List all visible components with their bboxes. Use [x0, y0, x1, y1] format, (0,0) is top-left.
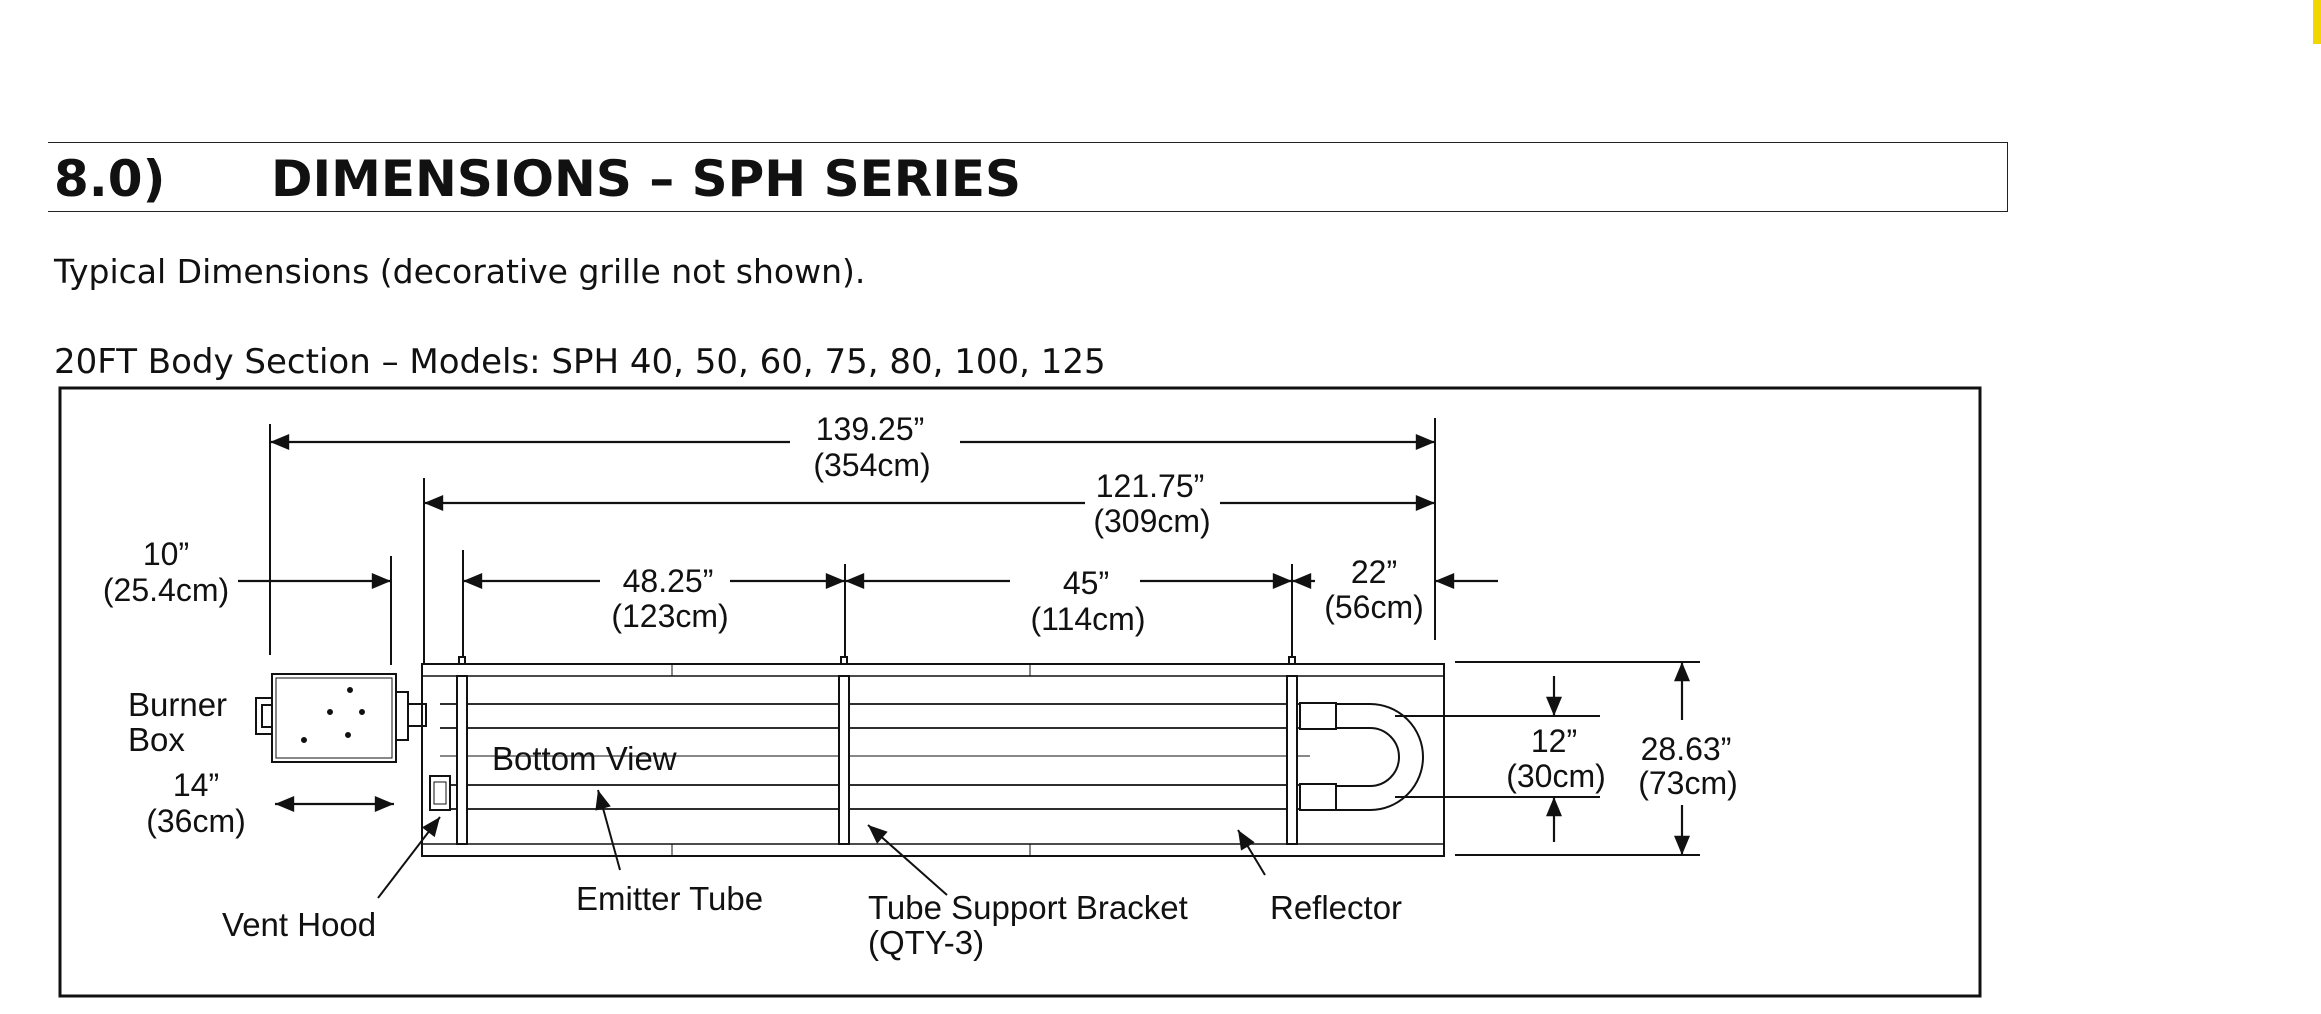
accent-mark	[2313, 0, 2321, 44]
models-subheading: 20FT Body Section – Models: SPH 40, 50, …	[54, 342, 1106, 382]
section-number: 8.0)	[54, 150, 166, 208]
section-header-box	[48, 142, 2008, 212]
vent-hood-leader	[377, 816, 441, 899]
reflector-leader	[1237, 829, 1266, 876]
reflector-dim-cm: (73cm)	[1638, 765, 1738, 801]
burner-box	[255, 673, 427, 763]
burner-box-label-line1: Burner	[128, 686, 227, 723]
end-span-dim-cm: (56cm)	[1324, 589, 1424, 625]
second-span-dim-cm: (114cm)	[1031, 601, 1146, 637]
emitter-tube-label: Emitter Tube	[576, 880, 763, 917]
tube-length-dim-in: 121.75”	[1096, 468, 1205, 504]
tube-spacing-dim-cm: (30cm)	[1506, 758, 1606, 794]
tube-support-bracket-label: Tube Support Bracket	[868, 889, 1188, 926]
burner-width-dim-in: 14”	[173, 767, 219, 803]
burner-offset-dim-cm: (25.4cm)	[103, 572, 229, 608]
reflector-dim-in: 28.63”	[1641, 731, 1732, 767]
burner-offset-dim-in: 10”	[143, 536, 189, 572]
burner-box-label-line2: Box	[128, 721, 185, 758]
first-span-dim-in: 48.25”	[623, 563, 714, 599]
u-bend	[1299, 702, 1424, 811]
bottom-view-label: Bottom View	[492, 740, 677, 777]
emitter-tubes	[440, 703, 1310, 810]
section-title: DIMENSIONS – SPH SERIES	[271, 150, 1021, 208]
tube-support-qty-label: (QTY-3)	[868, 924, 984, 961]
tube-spacing-dim-in: 12”	[1531, 723, 1577, 759]
bracket-leader	[867, 824, 948, 896]
first-span-dim-cm: (123cm)	[611, 598, 728, 634]
overall-dim-cm: (354cm)	[813, 447, 930, 483]
drawing-frame	[58, 386, 1982, 998]
intro-text: Typical Dimensions (decorative grille no…	[54, 252, 866, 291]
vent-hood	[429, 775, 451, 811]
emitter-tube-leader	[595, 789, 621, 871]
end-span-dim-in: 22”	[1351, 554, 1397, 590]
reflector-label: Reflector	[1270, 889, 1402, 926]
extension-lines	[269, 418, 1700, 856]
reflector-body	[421, 663, 1445, 857]
burner-width-dim-cm: (36cm)	[146, 803, 246, 839]
overall-dim-in: 139.25”	[816, 411, 925, 447]
second-span-dim-in: 45”	[1063, 565, 1109, 601]
tube-support-brackets	[456, 656, 1298, 845]
tube-length-dim-cm: (309cm)	[1093, 503, 1210, 539]
vent-hood-label: Vent Hood	[222, 906, 376, 943]
